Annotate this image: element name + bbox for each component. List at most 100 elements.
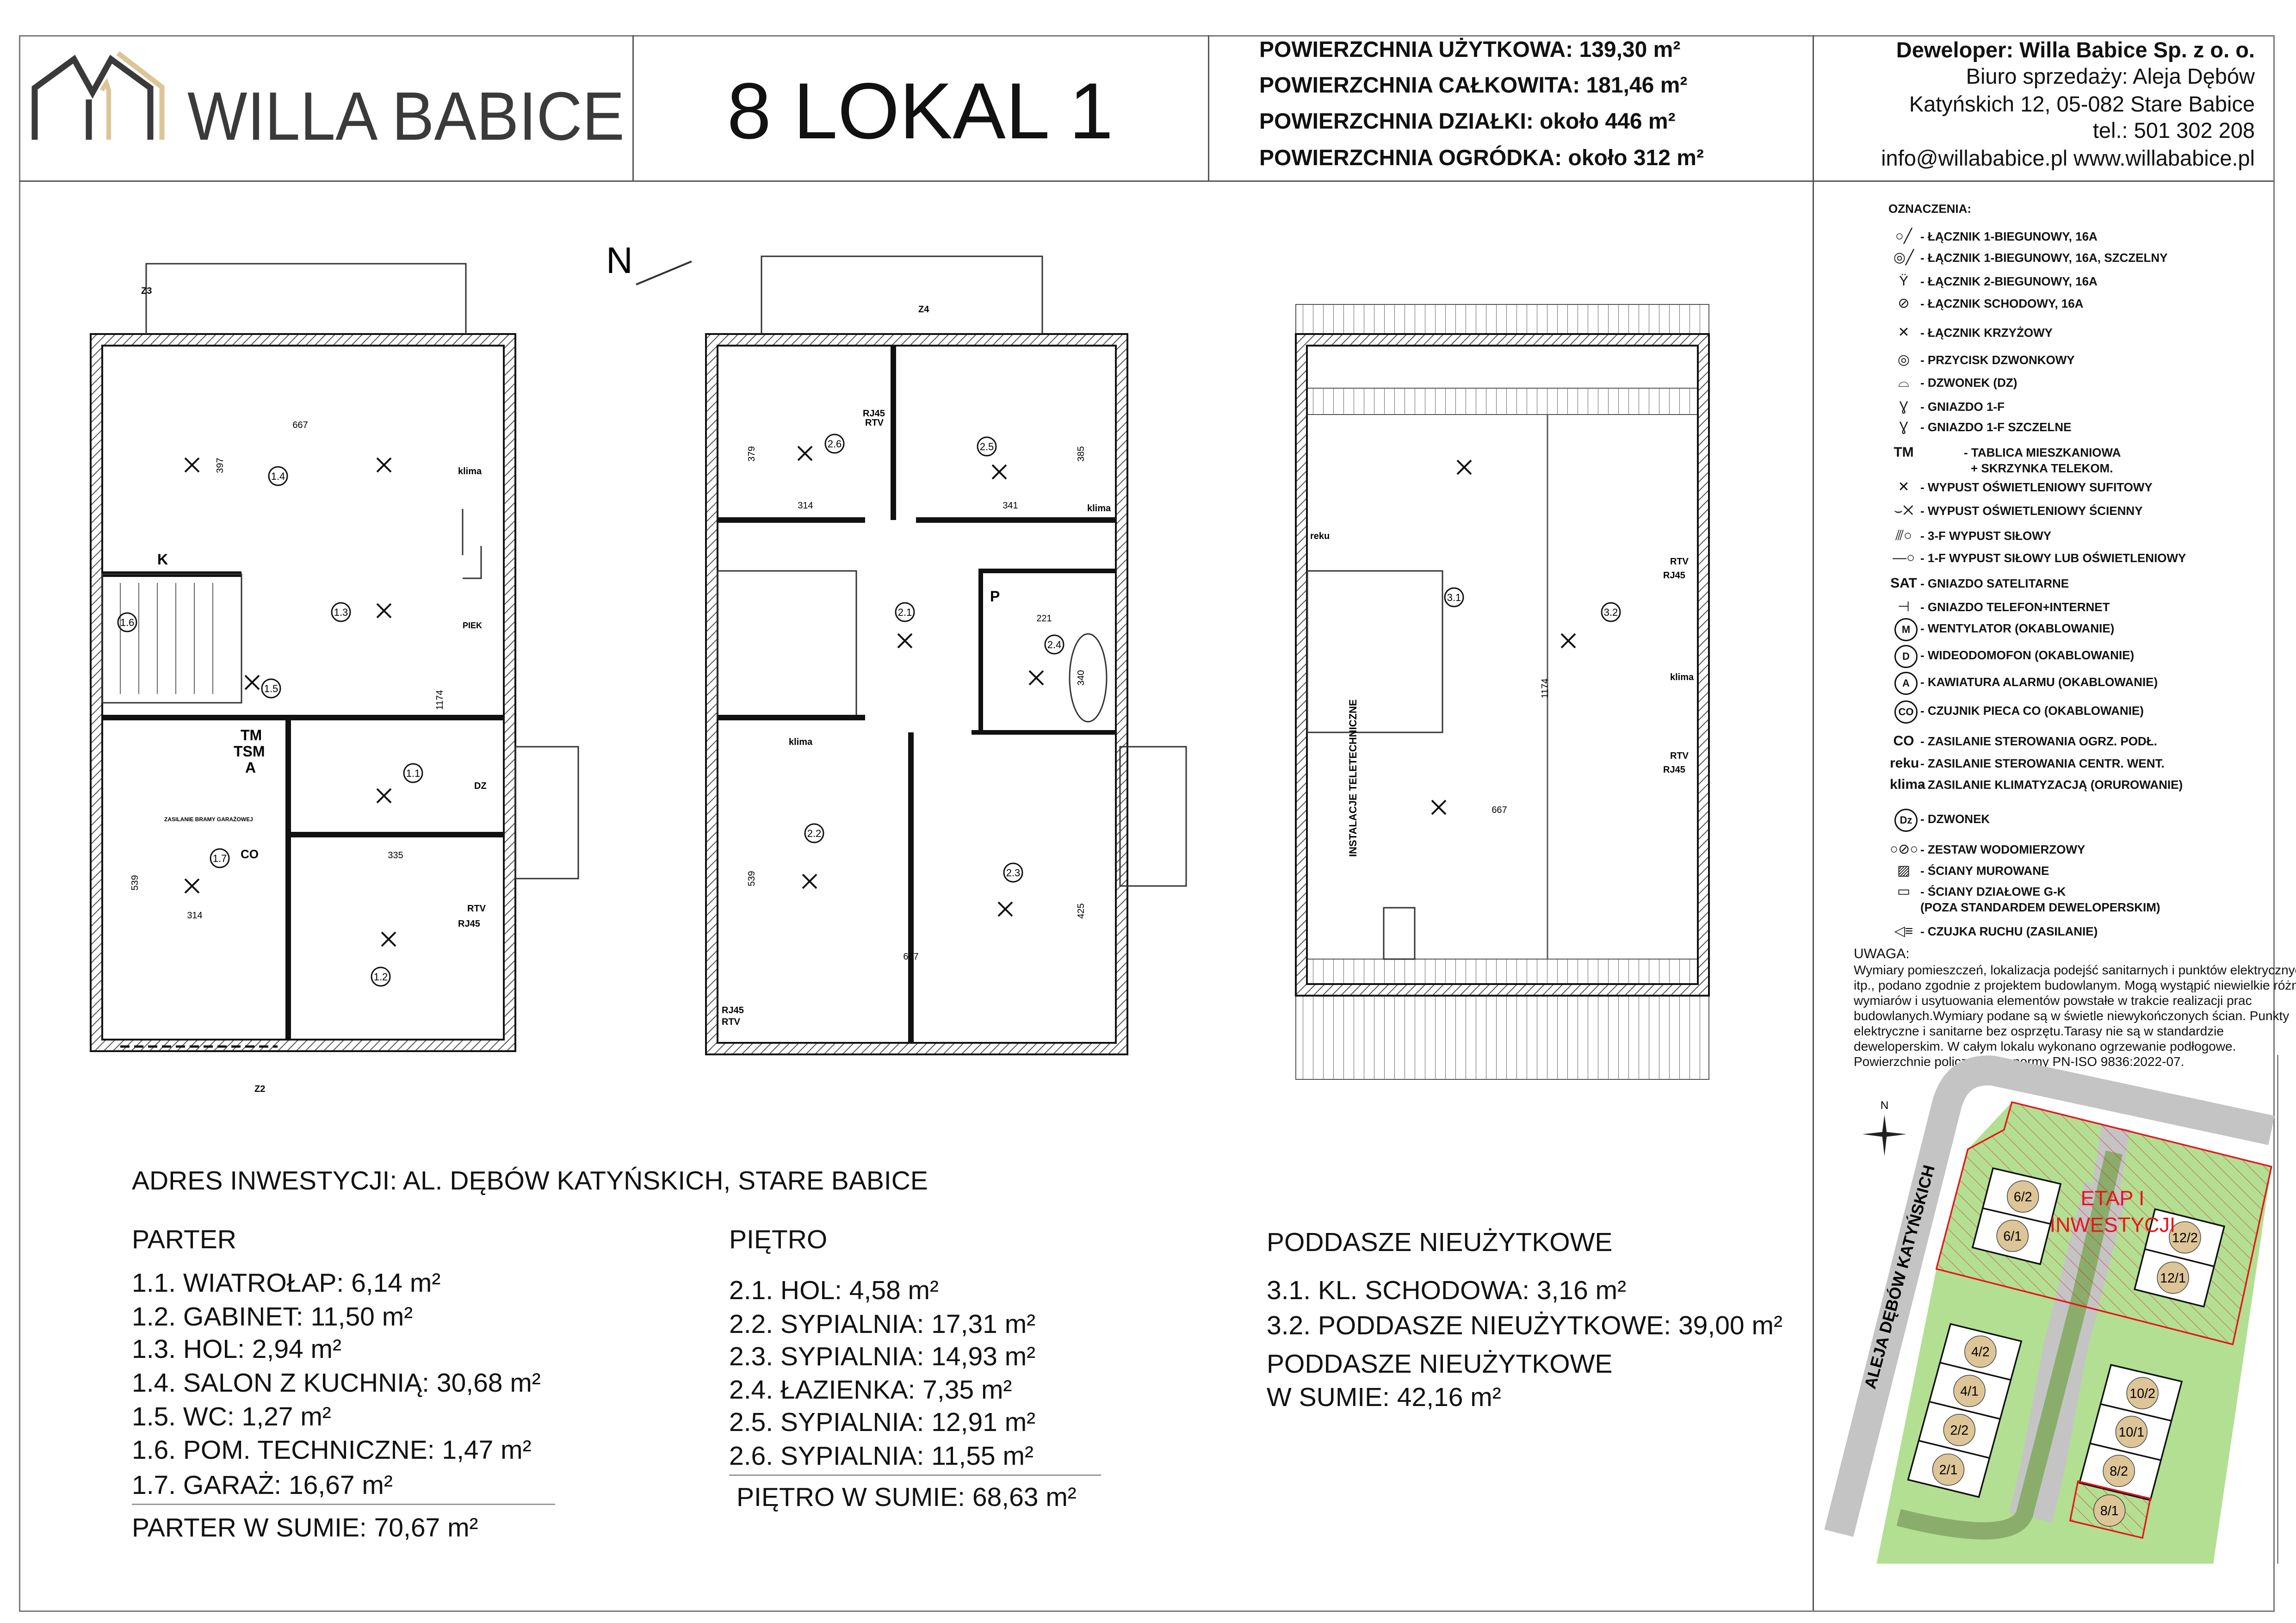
legend-item-label: - KAWIATURA ALARMU (OKABLOWANIE) [1920, 675, 2158, 689]
room-3-1: 3.1 [1447, 592, 1461, 603]
site-map: 6/2 6/1 12/2 12/1 4/2 4/1 2/2 2/1 10/2 1… [1824, 1055, 2278, 1564]
legend-item-label: - ŁĄCZNIK 1-BIEGUNOWY, 16A, SZCZELNY [1920, 251, 2168, 265]
dim-397: 397 [215, 458, 225, 473]
legend-item-label: - ŁĄCZNIK 1-BIEGUNOWY, 16A [1920, 229, 2098, 243]
legend-item-label: - ZASILANIE KLIMATYZACJĄ (ORUROWANIE) [1920, 778, 2183, 792]
north-label: N [606, 240, 633, 281]
label-klima: klima [1670, 672, 1694, 682]
poddasze-title: PODDASZE NIEUŻYTKOWE [1267, 1227, 1613, 1257]
svg-text:2/1: 2/1 [1939, 1463, 1958, 1478]
dim-539: 539 [130, 875, 140, 890]
area-plot: POWIERZCHNIA DZIAŁKI: około 446 m² [1259, 109, 1676, 134]
pietro-outer-walls [705, 333, 1128, 1055]
room-1-3: 1.3 [334, 607, 348, 618]
plan-parter: 1.1 1.2 1.3 1.4 1.5 1.6 1.7 667 397 1174… [90, 263, 579, 1094]
dim-314: 314 [187, 911, 202, 921]
plan-poddasze: 3.1 3.2 1174 667 reku klima RTV RJ45 RTV… [1295, 304, 1710, 1080]
header-divider-1 [632, 35, 634, 180]
svg-text:4/2: 4/2 [1971, 1345, 1990, 1360]
label-z3: Z3 [141, 286, 152, 296]
satellite-socket-icon: SAT [1890, 576, 1917, 591]
legend-divider [1813, 35, 1814, 1611]
unit-marker: 2/1 [1932, 1453, 1965, 1486]
note-line: Wymiary pomieszczeń, lokalizacja podejść… [1854, 963, 2296, 977]
room-1-4: 1.4 [271, 471, 285, 482]
dim-385: 385 [1076, 446, 1086, 461]
switch-1pole-icon: ○╱ [1895, 229, 1912, 244]
page-frame [19, 35, 2275, 1612]
pietro-room: 2.3. SYPIALNIA: 14,93 m² [729, 1342, 1036, 1371]
plan-pietro: 2.1 2.2 2.3 2.4 2.5 2.6 379 314 341 385 … [705, 255, 1187, 1055]
svg-text:12/2: 12/2 [2172, 1231, 2198, 1245]
pietro-room: 2.1. HOL: 4,58 m² [729, 1276, 939, 1305]
label-rtv-2: RTV [722, 1017, 741, 1027]
parter-title: PARTER [132, 1225, 236, 1254]
pietro-total: PIĘTRO W SUMIE: 68,63 m² [736, 1482, 1077, 1512]
dim-341: 341 [1003, 501, 1018, 511]
unit-marker: 12/2 [2169, 1221, 2201, 1254]
dim-340: 340 [1076, 670, 1086, 685]
label-rtv: RTV [865, 418, 884, 428]
label-rtv: RTV [467, 904, 486, 914]
note-line: wymiarów i usytuowania elementów powstał… [1854, 993, 2252, 1008]
dim-314: 314 [798, 501, 813, 511]
parter-room: 1.4. SALON Z KUCHNIĄ: 30,68 m² [132, 1368, 541, 1398]
unit-marker: 10/2 [2126, 1377, 2159, 1409]
socket-sealed-icon: Ɣ [1899, 419, 1908, 434]
sales-office: Biuro sprzedaży: Aleja Dębów [1966, 64, 2255, 88]
legend-item-label: - ŚCIANY DZIAŁOWE G-K [1920, 885, 2066, 898]
compass-icon: N [1862, 1099, 1907, 1157]
switch-1pole-sealed-icon: ◎╱ [1893, 250, 1914, 265]
label-klima: klima [458, 466, 482, 477]
room-1-2: 1.2 [374, 971, 388, 983]
co-sensor-icon: CO [1894, 700, 1918, 724]
legend-item-label-2: + SKRZYNKA TELEKOM. [1971, 461, 2113, 475]
svg-text:12/1: 12/1 [2160, 1271, 2186, 1286]
site-path [1896, 1150, 2123, 1540]
label-rj45-2: RJ45 [722, 1005, 744, 1016]
room-2-4: 2.4 [1047, 639, 1062, 650]
phone[interactable]: tel.: 501 302 208 [2092, 118, 2255, 142]
legend-title: OZNACZENIA: [1888, 202, 1972, 216]
legend-item-label: - WYPUST OŚWIETLENIOWY ŚCIENNY [1920, 504, 2143, 518]
room-2-6: 2.6 [828, 438, 842, 450]
ceiling-light-icon [184, 457, 396, 947]
parter-room: 1.6. POM. TECHNICZNE: 1,47 m² [132, 1435, 532, 1465]
parter-room: 1.5. WC: 1,27 m² [132, 1402, 331, 1431]
legend-item-label: - ZASILANIE STEROWANIA OGRZ. PODŁ. [1920, 734, 2157, 748]
legend-item-label: - GNIAZDO TELEFON+INTERNET [1920, 600, 2110, 614]
street-road [1824, 1055, 2275, 1537]
dim-667: 667 [903, 952, 918, 962]
stage-label-2: INWESTYCJI [2050, 1213, 2176, 1236]
legend-item-label: - ZASILANIE STEROWANIA CENTR. WENT. [1920, 756, 2165, 770]
unit-marker: 8/2 [2103, 1455, 2135, 1487]
parter-total-divider [132, 1504, 555, 1505]
room-1-6: 1.6 [120, 617, 135, 628]
unit-marker: 6/2 [2006, 1180, 2039, 1213]
label-rj45: RJ45 [863, 409, 885, 419]
legend-item-label: - GNIAZDO 1-F SZCZELNE [1920, 420, 2072, 434]
label-rj45-2: RJ45 [1663, 765, 1685, 775]
contact-links[interactable]: info@willababice.pl www.willababice.pl [1881, 146, 2255, 170]
legend-item-label: - GNIAZDO 1-F [1920, 400, 2005, 414]
legend-item-label: - DZWONEK (DZ) [1920, 376, 2018, 390]
sales-address: Katyńskich 12, 05-082 Stare Babice [1909, 92, 2255, 116]
pietro-title: PIĘTRO [729, 1225, 828, 1254]
legend-item-label: - ZESTAW WODOMIERZOWY [1920, 842, 2086, 856]
legend-item-label: - TABLICA MIESZKANIOWA [1964, 446, 2121, 459]
room-1-5: 1.5 [264, 683, 278, 694]
dim-1174: 1174 [1540, 678, 1550, 698]
unit-marker: 2/2 [1943, 1414, 1975, 1446]
room-2-1: 2.1 [898, 607, 912, 618]
masonry-wall-icon: ▨ [1897, 863, 1911, 878]
unit-title: 8 LOKAL 1 [727, 67, 1114, 155]
legend-item-label: - WYPUST OŚWIETLENIOWY SUFITOWY [1920, 480, 2153, 494]
label-p: P [990, 588, 1000, 605]
label-rj45: RJ45 [458, 919, 480, 929]
poddasze-room: 3.2. PODDASZE NIEUŻYTKOWE: 39,00 m² [1267, 1311, 1782, 1340]
label-k: K [157, 551, 168, 568]
dim-667: 667 [1491, 805, 1507, 815]
area-garden: POWIERZCHNIA OGRÓDKA: około 312 m² [1259, 146, 1704, 170]
parter-outer-walls [90, 333, 516, 1052]
